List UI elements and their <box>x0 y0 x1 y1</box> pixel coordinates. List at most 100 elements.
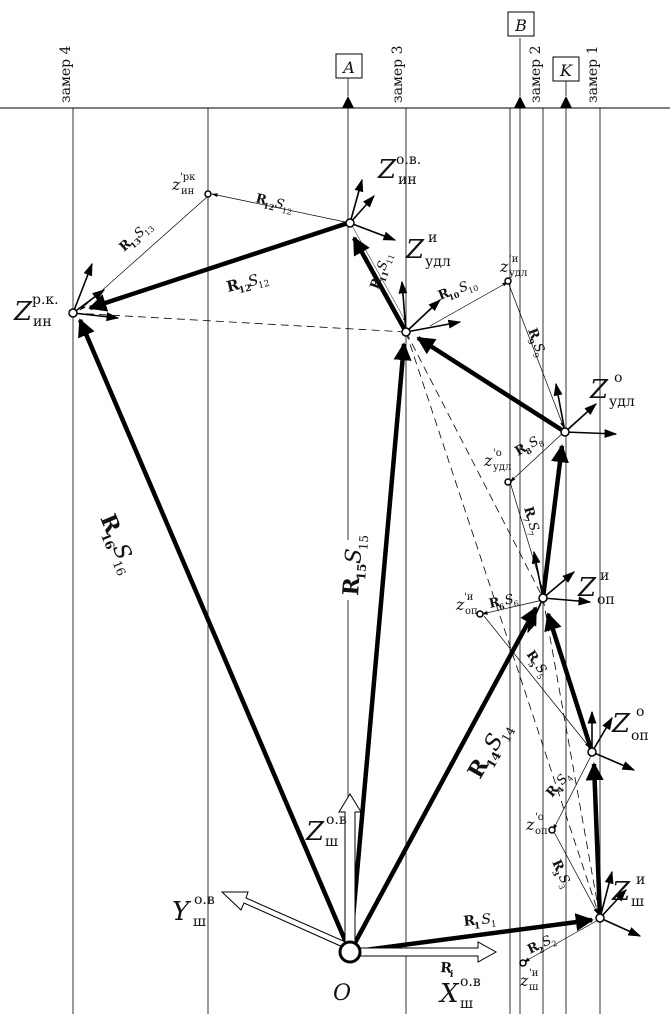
svg-text:6: 6 <box>498 601 506 612</box>
svg-text:R: R <box>368 276 386 291</box>
z-sh-axis <box>338 793 362 947</box>
x-sh-axis <box>357 941 498 963</box>
svg-text:R: R <box>338 576 365 597</box>
vector-label-r9s9: R 9 S 9 <box>524 326 547 360</box>
svg-text:z: z <box>171 175 181 194</box>
label-x-sh-ov: X ш о.в <box>438 974 481 1012</box>
svg-text:о.в.: о.в. <box>396 152 421 168</box>
vector-label-r1s1: R 1 S 1 <box>463 911 498 932</box>
svg-text:Z: Z <box>305 817 325 847</box>
svg-text:Z: Z <box>405 235 425 265</box>
box-k <box>552 56 580 82</box>
label-zamer2: замер 2 <box>528 46 544 103</box>
point-z-sh-i-small <box>519 959 527 967</box>
label-z-in-rk: Z ин р.к. <box>13 292 59 330</box>
svg-text:Z: Z <box>13 297 33 327</box>
svg-text:оп: оп <box>535 826 548 837</box>
svg-text:Z: Z <box>577 573 597 603</box>
svg-text:X: X <box>438 979 460 1009</box>
vector-label-r12s12-prime: R 12 S 12 <box>254 191 293 217</box>
svg-text:R: R <box>463 913 477 930</box>
svg-text:'и: 'и <box>529 968 539 979</box>
svg-text:S: S <box>481 911 492 928</box>
label-z-op-o-small: z оп 'о <box>525 812 548 837</box>
vector-label-r4s4: R 4 S 4 <box>544 772 576 801</box>
label-z-sh-i: Z ш и <box>611 872 645 910</box>
svg-text:16: 16 <box>98 531 117 552</box>
point-z-udl-o-small <box>504 478 512 486</box>
label-z-udl-o-small: z удл 'о <box>483 448 511 473</box>
svg-text:S: S <box>503 592 515 609</box>
label-z-udl-i-small: z удл 'и <box>499 254 527 279</box>
svg-text:ш: ш <box>325 834 338 850</box>
svg-text:и: и <box>600 568 609 584</box>
label-z-op-i: Z оп и <box>577 568 615 608</box>
marker-a <box>342 96 354 108</box>
joint-z-udl-i <box>401 327 411 337</box>
vertical-lines <box>72 108 601 1014</box>
label-z-sh-ov: Z ш о.в <box>305 812 347 850</box>
svg-text:5: 5 <box>526 659 537 669</box>
svg-text:8: 8 <box>524 445 534 457</box>
vector-label-r10s10: R 10 S 10 <box>436 279 480 304</box>
svg-text:и: и <box>636 872 645 888</box>
svg-text:о: о <box>636 704 644 720</box>
svg-text:Y: Y <box>172 897 192 927</box>
svg-text:10: 10 <box>467 283 480 295</box>
point-z-op-i-small <box>476 610 484 618</box>
svg-text:удл: удл <box>609 394 635 410</box>
svg-text:Z: Z <box>611 709 631 739</box>
svg-text:R: R <box>524 326 542 341</box>
svg-text:z: z <box>525 815 535 834</box>
svg-text:ин: ин <box>181 186 195 197</box>
svg-text:11: 11 <box>385 253 397 266</box>
joint-z-in-ov <box>345 218 355 228</box>
svg-text:S: S <box>341 548 367 565</box>
point-z-in-rk-small <box>204 190 212 198</box>
vector-label-r12s12: R 12 S 12 <box>225 271 271 297</box>
joint-z-in-rk <box>68 308 78 318</box>
svg-text:9: 9 <box>531 352 541 360</box>
label-zamer1: замер 1 <box>585 46 601 103</box>
svg-text:z: z <box>519 971 529 990</box>
label-zamer3: замер 3 <box>390 46 406 103</box>
svg-text:и: и <box>428 230 437 246</box>
svg-text:ин: ин <box>33 314 52 330</box>
svg-text:ш: ш <box>631 894 644 910</box>
svg-text:2: 2 <box>536 944 545 955</box>
y-sh-axis <box>220 891 351 949</box>
svg-text:о.в: о.в <box>194 892 215 908</box>
vector-label-r15s15: R 15 S 15 <box>338 535 371 597</box>
box-a-label: A <box>341 58 355 77</box>
box-b <box>507 11 535 37</box>
svg-text:S: S <box>273 196 285 213</box>
point-z-udl-i-small <box>504 277 512 285</box>
svg-text:z: z <box>483 451 493 470</box>
label-z-udl-i: Z удл и <box>405 230 451 270</box>
dashed-lines <box>72 312 601 919</box>
svg-text:оп: оп <box>465 606 478 617</box>
label-z-sh-i-small: z ш 'и <box>519 968 539 993</box>
svg-text:12: 12 <box>262 200 275 212</box>
svg-text:R: R <box>520 505 537 520</box>
svg-text:Z: Z <box>589 375 609 405</box>
svg-text:'и: 'и <box>464 592 474 603</box>
svg-text:S: S <box>525 520 542 533</box>
joint-z-sh-i <box>595 913 605 923</box>
svg-text:15: 15 <box>356 535 371 551</box>
label-z-udl-o: Z удл о <box>589 370 635 410</box>
vector-label-r8s8: R 8 S 8 <box>513 434 547 459</box>
joint-z-op-o <box>587 747 597 757</box>
svg-text:z: z <box>455 595 465 614</box>
joint-z-udl-o <box>560 427 570 437</box>
svg-text:8: 8 <box>537 439 546 449</box>
svg-text:12: 12 <box>281 206 293 217</box>
svg-text:'о: 'о <box>493 448 502 459</box>
svg-text:12: 12 <box>257 279 271 291</box>
svg-text:7: 7 <box>521 516 532 524</box>
vector-label-ri: R i <box>440 960 454 980</box>
point-z-op-o-small <box>548 826 556 834</box>
svg-text:4: 4 <box>565 774 575 784</box>
joint-triads <box>72 178 642 937</box>
